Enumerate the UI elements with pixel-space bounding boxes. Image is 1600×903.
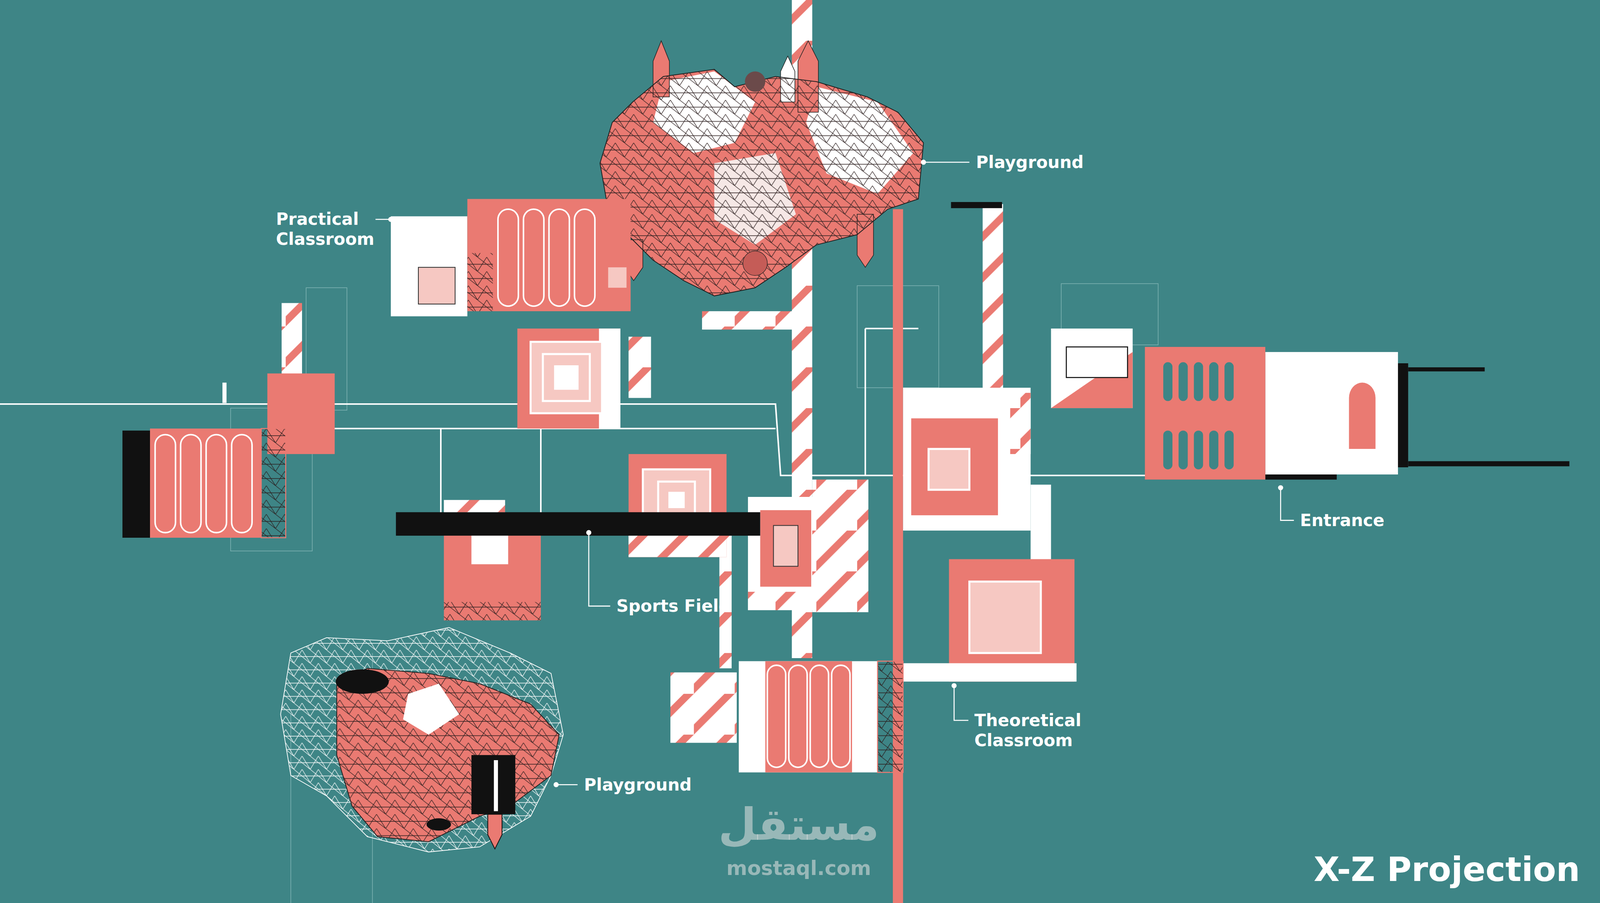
right-cluster — [903, 328, 1133, 682]
beam — [951, 202, 1003, 208]
beam — [702, 311, 794, 330]
playground-cloud — [280, 627, 564, 852]
watermark: mostaql.com — [726, 856, 872, 880]
callout-label: Theoretical Classroom — [974, 710, 1103, 751]
callout-label: Practical Classroom — [276, 209, 388, 250]
playground-cloud — [600, 40, 924, 296]
callout-label: Entrance — [1300, 510, 1385, 531]
theoretical-classroom — [670, 661, 904, 773]
callout-label: Playground — [976, 152, 1084, 173]
left-building — [122, 302, 335, 538]
entrance-building — [1144, 346, 1570, 480]
watermark: مستقل — [718, 798, 880, 851]
callout-label: Playground — [584, 774, 692, 795]
construction-lines — [230, 283, 1159, 903]
callout-label: Sports Field — [616, 596, 731, 616]
leader-lines — [375, 160, 1294, 787]
stepped-pavilions — [517, 328, 869, 612]
projection-title: X-Z Projection — [1313, 849, 1580, 890]
sports-box — [444, 500, 541, 621]
practical-classroom — [390, 198, 631, 316]
sports-field-bar — [396, 512, 761, 536]
vertical-band — [892, 209, 904, 903]
